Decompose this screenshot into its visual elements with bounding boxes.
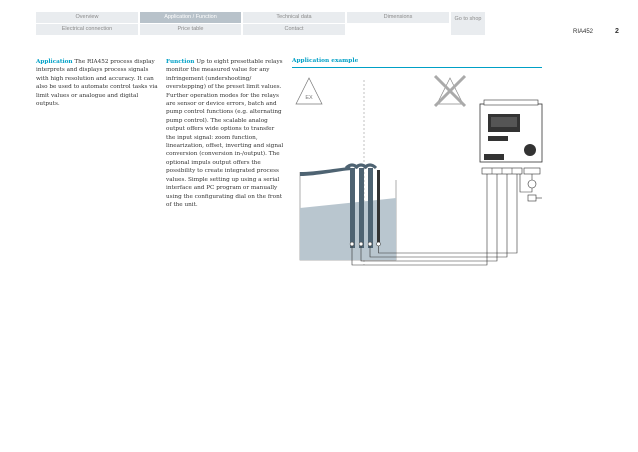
function-section: Function Up to eight presettable relays … — [166, 58, 284, 209]
nav-tab-contact[interactable]: Contact — [243, 24, 345, 35]
function-heading: Function — [166, 59, 195, 65]
product-name: RIA452 — [573, 29, 594, 35]
nav-tab-application-function[interactable]: Application / Function — [140, 12, 241, 23]
ex-zone-triangle: EX — [295, 77, 323, 105]
non-ex-zone-icon — [433, 74, 467, 108]
application-heading: Application — [36, 59, 73, 65]
tank — [299, 163, 397, 261]
nav-tab-dimensions[interactable]: Dimensions — [347, 12, 449, 23]
nav-tab-overview[interactable]: Overview — [36, 12, 138, 23]
pump-motor-icon — [527, 179, 537, 189]
application-example-diagram: EX — [295, 74, 543, 266]
nav-tab-price-table[interactable]: Price table — [140, 24, 241, 35]
page-number: 2 — [615, 28, 619, 35]
function-text: Up to eight presettable relays monitor t… — [166, 59, 284, 208]
nav-tab-electrical-connection[interactable]: Electrical connection — [36, 24, 138, 35]
go-to-shop-button[interactable]: Go to shop — [451, 12, 485, 35]
valve-icon — [527, 194, 542, 202]
application-text: The RIA452 process display interprets an… — [36, 59, 158, 108]
application-section: Application The RIA452 process display i… — [36, 58, 160, 108]
nav-tab-technical-data[interactable]: Technical data — [243, 12, 345, 23]
top-navigation: Overview Application / Function Technica… — [36, 12, 449, 35]
config-dial-icon — [524, 144, 536, 156]
ex-label: EX — [305, 95, 313, 101]
wiring — [351, 174, 533, 266]
process-display-device — [479, 99, 543, 175]
title-divider — [292, 67, 542, 68]
application-example-title: Application example — [292, 58, 359, 64]
